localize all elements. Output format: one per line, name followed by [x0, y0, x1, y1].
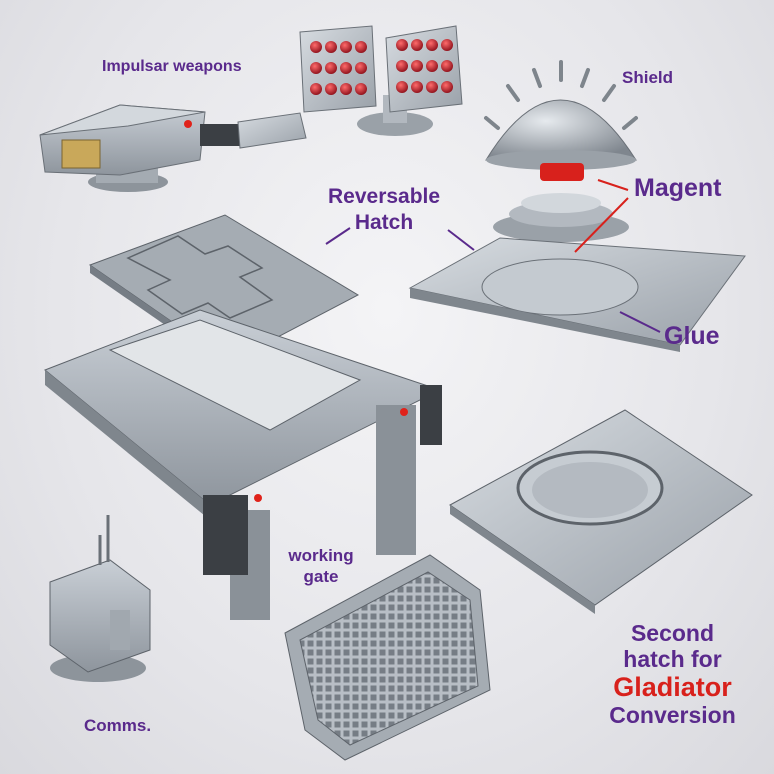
rocket-tube	[325, 41, 337, 53]
shield-stud	[622, 116, 638, 130]
rocket-tube	[441, 60, 453, 72]
reversable-hatch-label: Reversable Hatch	[328, 184, 440, 236]
shield-stud	[602, 84, 616, 102]
rocket-tube	[325, 83, 337, 95]
rocket-tube	[396, 60, 408, 72]
rocket-tube	[325, 62, 337, 74]
gate-frame	[44, 309, 442, 620]
working-gate-label: working gate	[276, 545, 366, 587]
rocket-tube	[310, 83, 322, 95]
rocket-tube	[411, 81, 423, 93]
rocket-tube	[340, 41, 352, 53]
rocket-tube	[340, 83, 352, 95]
rocket-tube	[426, 81, 438, 93]
rocket-tube	[411, 39, 423, 51]
rocket-tube	[310, 62, 322, 74]
rocket-tube	[411, 60, 423, 72]
gladiator-label: Gladiator	[613, 672, 732, 702]
shield-stud	[532, 68, 542, 88]
shield-label: Shield	[622, 68, 674, 87]
rocket-tube	[355, 62, 367, 74]
rocket-pods	[299, 25, 463, 136]
shield-base-plate	[408, 237, 746, 352]
shield-dome	[484, 60, 638, 181]
impulsar-weapons-label: Impulsar weapons	[102, 58, 242, 75]
magent-label: Magent	[634, 174, 722, 202]
comms-unit	[49, 515, 151, 682]
pointer-lines	[325, 227, 661, 333]
second-hatch-label-line1: Second	[630, 620, 715, 646]
shield-stud	[506, 84, 520, 102]
comms-label: Comms.	[84, 716, 152, 735]
gate-grille	[284, 554, 491, 761]
rocket-tube	[396, 39, 408, 51]
impulsar-gun	[39, 104, 307, 192]
shield-stud	[484, 116, 500, 130]
rocket-tube	[441, 39, 453, 51]
shield-stud	[580, 68, 590, 88]
reversable-hatch-label-line1: Reversable	[328, 185, 441, 208]
working-gate-label-line2: gate	[303, 567, 339, 586]
magent-pointer-lines	[574, 179, 629, 253]
rocket-tube	[355, 41, 367, 53]
second-hatch-label: Second hatch for Gladiator Conversion	[590, 620, 755, 728]
second-hatch	[449, 409, 753, 614]
glue-label: Glue	[664, 322, 720, 350]
rocket-tube	[310, 41, 322, 53]
working-gate-label-line1: working	[288, 546, 354, 565]
second-hatch-label-line2: hatch for	[623, 646, 722, 672]
rocket-tube	[355, 83, 367, 95]
rocket-tube	[426, 60, 438, 72]
rocket-tube	[426, 39, 438, 51]
rocket-tube	[396, 81, 408, 93]
reversable-hatch-label-line2: Hatch	[354, 211, 414, 234]
second-hatch-label-line4: Conversion	[609, 702, 736, 728]
rocket-tube	[340, 62, 352, 74]
rocket-tube	[441, 81, 453, 93]
